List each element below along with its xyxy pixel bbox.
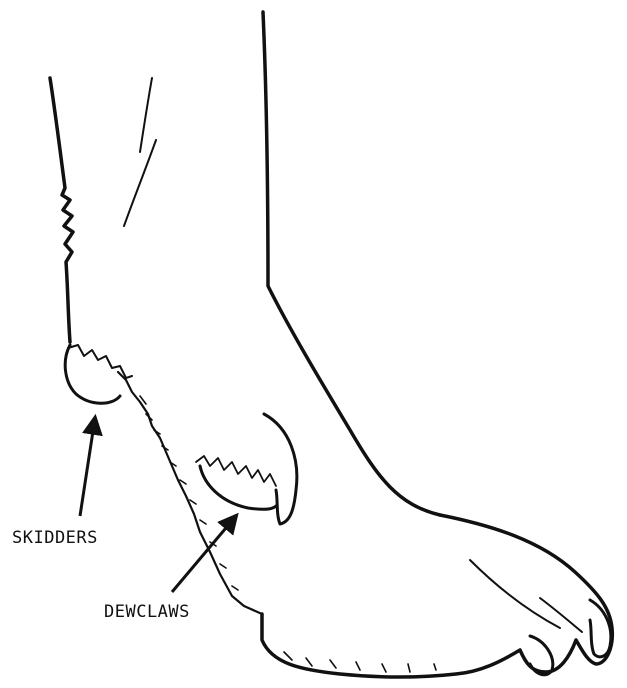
paw-outline	[262, 515, 612, 677]
dewclaws-arrow	[172, 516, 236, 592]
lower-leg-back-fur	[118, 372, 262, 614]
toe-line-2	[540, 598, 582, 632]
lower-leg-fur-ticks	[140, 396, 238, 590]
skidders-arrow	[80, 418, 95, 516]
dewclaws-label: DEWCLAWS	[104, 604, 190, 621]
toe-line-1	[470, 560, 560, 628]
skidders-label: SKIDDERS	[12, 530, 98, 547]
skidder-pad	[65, 345, 120, 403]
toe-middle	[530, 636, 553, 675]
forearm-crease-1	[140, 78, 152, 152]
skidder-fur	[68, 345, 132, 378]
leg-back-outline	[50, 78, 73, 342]
